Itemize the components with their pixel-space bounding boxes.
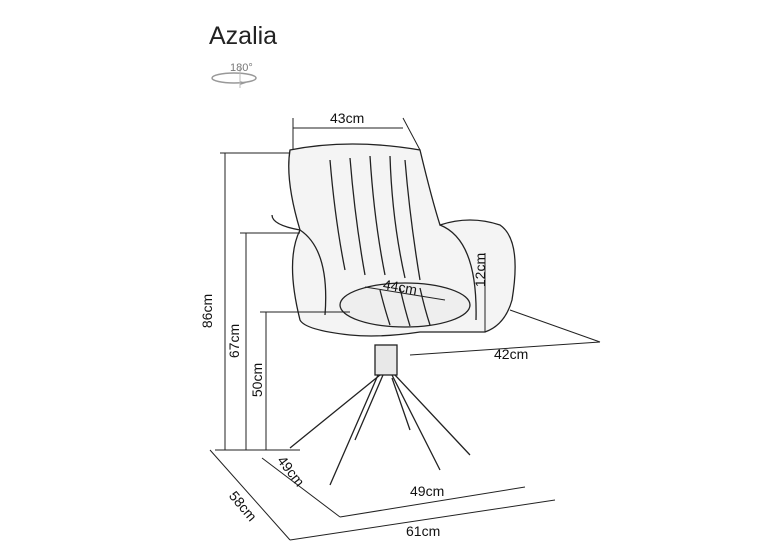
dim-seat-back-width: 43cm — [330, 110, 365, 126]
rotate-icon — [211, 68, 257, 88]
dim-armrest-height: 12cm — [472, 252, 489, 288]
dim-seat-height: 50cm — [249, 362, 266, 398]
dim-total-height: 86cm — [199, 293, 216, 329]
dim-armrest-floor-height: 67cm — [226, 323, 243, 359]
dim-seat-width: 42cm — [494, 346, 529, 362]
dim-total-width: 61cm — [406, 523, 441, 539]
rotation-indicator: 180° — [206, 60, 266, 90]
product-title: Azalia — [209, 22, 278, 50]
rotation-label: 180° — [230, 62, 253, 74]
dim-base-width: 49cm — [410, 483, 445, 499]
